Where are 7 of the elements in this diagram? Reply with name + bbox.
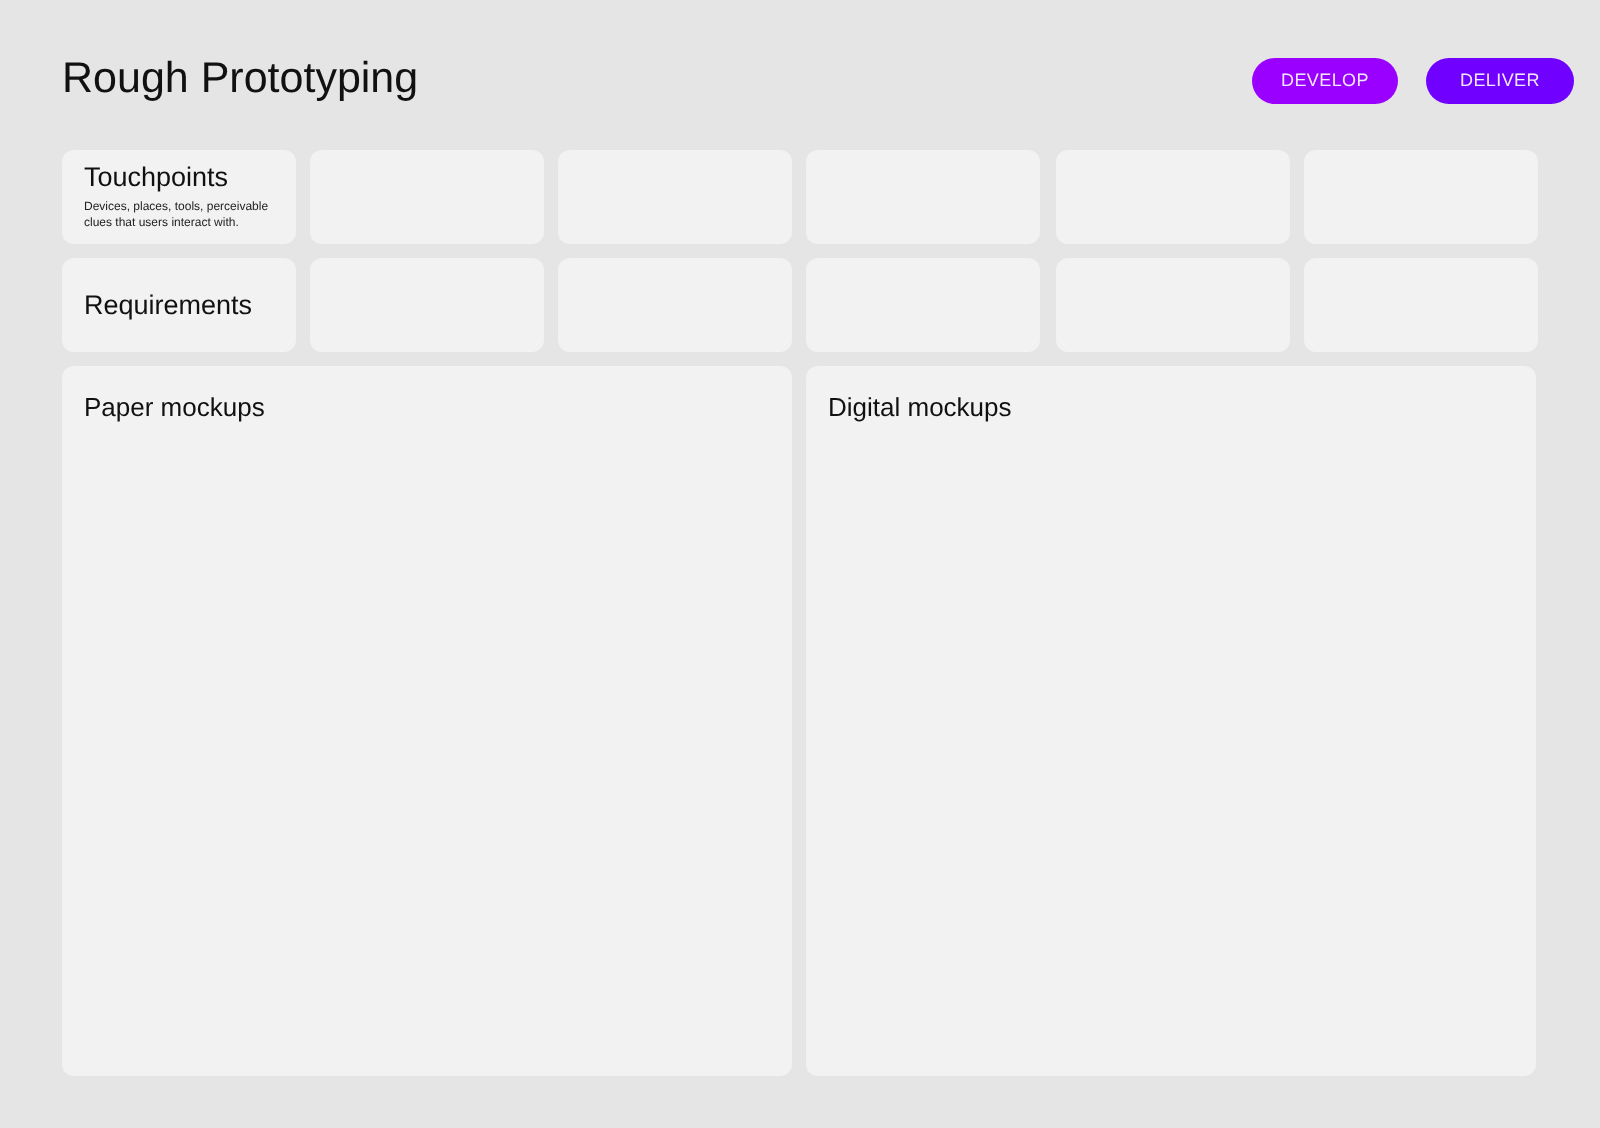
card-heading: Touchpoints bbox=[84, 162, 229, 194]
card-heading: Requirements bbox=[84, 289, 253, 321]
phase-pill: DEVELOP bbox=[1252, 58, 1398, 104]
card-heading: Digital mockups bbox=[828, 392, 1012, 424]
phase-pill: DELIVER bbox=[1426, 58, 1574, 104]
card-heading: Paper mockups bbox=[84, 392, 265, 424]
page-title: Rough Prototyping bbox=[62, 52, 419, 104]
